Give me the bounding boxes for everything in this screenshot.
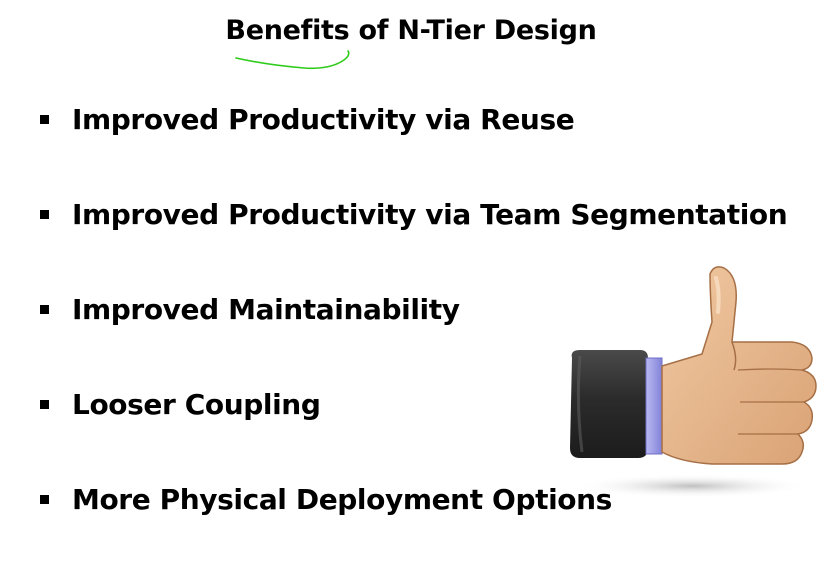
list-item: Improved Productivity via Team Segmentat…	[40, 193, 788, 288]
square-bullet-icon	[40, 115, 49, 124]
square-bullet-icon	[40, 400, 49, 409]
bullet-list: Improved Productivity via Reuse Improved…	[40, 98, 788, 573]
square-bullet-icon	[40, 305, 49, 314]
bullet-text: Looser Coupling	[72, 388, 321, 421]
bullet-text: Improved Maintainability	[72, 293, 460, 326]
list-item: More Physical Deployment Options	[40, 478, 787, 573]
list-item: Looser Coupling	[40, 383, 787, 478]
list-item: Improved Maintainability	[40, 288, 787, 383]
square-bullet-icon	[40, 495, 49, 504]
square-bullet-icon	[40, 210, 49, 219]
slide-title: Benefits of N-Tier Design	[225, 15, 597, 46]
list-item: Improved Productivity via Reuse	[40, 98, 787, 193]
thumbs-up-icon	[570, 266, 817, 498]
handwritten-underline-annotation	[235, 50, 350, 70]
bullet-text: Improved Productivity via Team Segmentat…	[72, 198, 788, 231]
bullet-text: Improved Productivity via Reuse	[72, 103, 575, 136]
bullet-text: More Physical Deployment Options	[72, 483, 612, 516]
